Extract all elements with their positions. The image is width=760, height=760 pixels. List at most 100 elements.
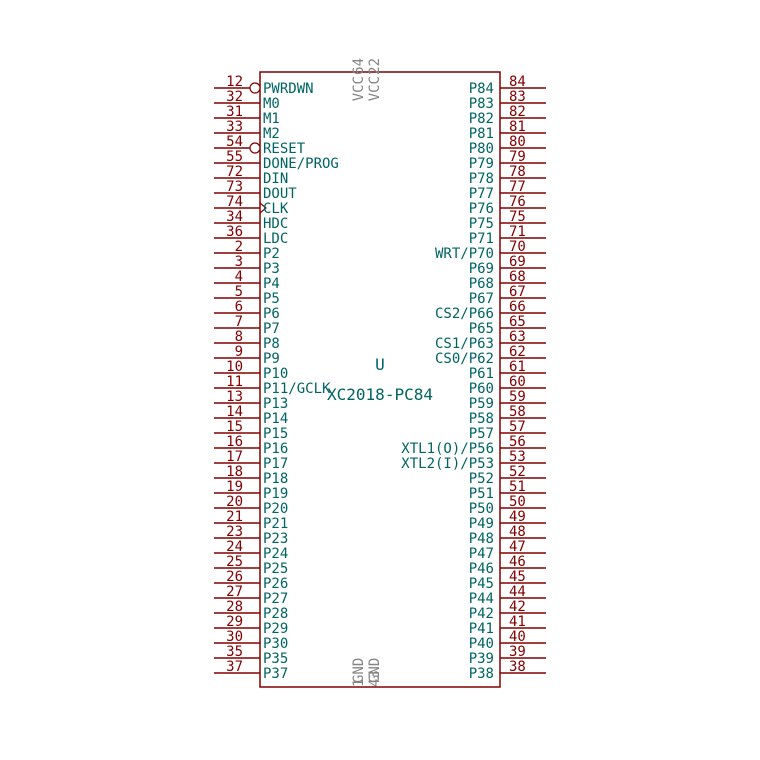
- pin-right: 46 P46: [469, 554, 546, 577]
- pin-name: P44: [469, 591, 494, 607]
- pin-name: P17: [263, 456, 288, 472]
- pin-number: 63: [509, 329, 526, 345]
- pin-name: P46: [469, 561, 494, 577]
- pin-number: 14: [226, 404, 243, 420]
- pin-number: 12: [226, 74, 243, 90]
- pin-number: 57: [509, 419, 526, 435]
- pin-number: 35: [226, 644, 243, 660]
- pin-name: P18: [263, 471, 288, 487]
- pin-number: 21: [226, 509, 243, 525]
- pin-name: P20: [263, 501, 288, 517]
- pin-name: P15: [263, 426, 288, 442]
- pin-number: 32: [226, 89, 243, 105]
- inversion-bubble: [249, 82, 261, 94]
- pin-number: 68: [509, 269, 526, 285]
- pin-number: 49: [509, 509, 526, 525]
- pin-name: P51: [469, 486, 494, 502]
- pin-number: 4: [235, 269, 243, 285]
- pin-name: CS1/P63: [435, 336, 494, 352]
- pin-name: P84: [469, 81, 494, 97]
- pin-left: 55 DONE/PROG: [214, 149, 339, 172]
- pin-number: 34: [226, 209, 243, 225]
- pin-number: 67: [509, 284, 526, 300]
- pin-name: P30: [263, 636, 288, 652]
- pin-name: P21: [263, 516, 288, 532]
- pin-left: 13 P13: [214, 389, 288, 412]
- pin-left: 14 P14: [214, 404, 288, 427]
- pin-number: 48: [509, 524, 526, 540]
- pin-name: P57: [469, 426, 494, 442]
- pin-number: 8: [235, 329, 243, 345]
- pin-name: P49: [469, 516, 494, 532]
- pin-number: 9: [235, 344, 243, 360]
- pin-name: GND: [367, 658, 383, 683]
- pin-name: DONE/PROG: [263, 156, 339, 172]
- pin-right: 49 P49: [469, 509, 546, 532]
- pin-number: 31: [226, 104, 243, 120]
- pin-number: 19: [226, 479, 243, 495]
- pin-name: P13: [263, 396, 288, 412]
- pin-name: P25: [263, 561, 288, 577]
- pin-number: 13: [226, 389, 243, 405]
- pin-name: P4: [263, 276, 280, 292]
- pin-name: P77: [469, 186, 494, 202]
- pin-right: 68 P68: [469, 269, 546, 292]
- pin-name: P80: [469, 141, 494, 157]
- pin-name: CS0/P62: [435, 351, 494, 367]
- pin-name: P69: [469, 261, 494, 277]
- pin-name: P29: [263, 621, 288, 637]
- pin-name: P68: [469, 276, 494, 292]
- pin-name: P67: [469, 291, 494, 307]
- pin-name: CLK: [263, 201, 289, 217]
- pin-name: P71: [469, 231, 494, 247]
- pin-number: 11: [226, 374, 243, 390]
- pin-name: GND: [351, 658, 367, 683]
- pin-name: DIN: [263, 171, 288, 187]
- pin-number: 71: [509, 224, 526, 240]
- pin-left: 20 P20: [214, 494, 288, 517]
- pin-name: P41: [469, 621, 494, 637]
- pin-name: P14: [263, 411, 288, 427]
- pin-right: 48 P48: [469, 524, 546, 547]
- pin-number: 84: [509, 74, 526, 90]
- pin-name: DOUT: [263, 186, 297, 202]
- pin-number: 20: [226, 494, 243, 510]
- pin-name: P35: [263, 651, 288, 667]
- pin-name: P76: [469, 201, 494, 217]
- pin-number: 55: [226, 149, 243, 165]
- pin-number: 81: [509, 119, 526, 135]
- pin-number: 66: [509, 299, 526, 315]
- pin-name: P40: [469, 636, 494, 652]
- pin-number: 7: [235, 314, 243, 330]
- pin-name: P48: [469, 531, 494, 547]
- pin-number: 38: [509, 659, 526, 675]
- pin-name: P26: [263, 576, 288, 592]
- pin-number: 46: [509, 554, 526, 570]
- pin-number: 36: [226, 224, 243, 240]
- pin-name: P52: [469, 471, 494, 487]
- pin-name: P42: [469, 606, 494, 622]
- component-reference: U: [375, 355, 385, 374]
- component-value: XC2018-PC84: [327, 385, 433, 404]
